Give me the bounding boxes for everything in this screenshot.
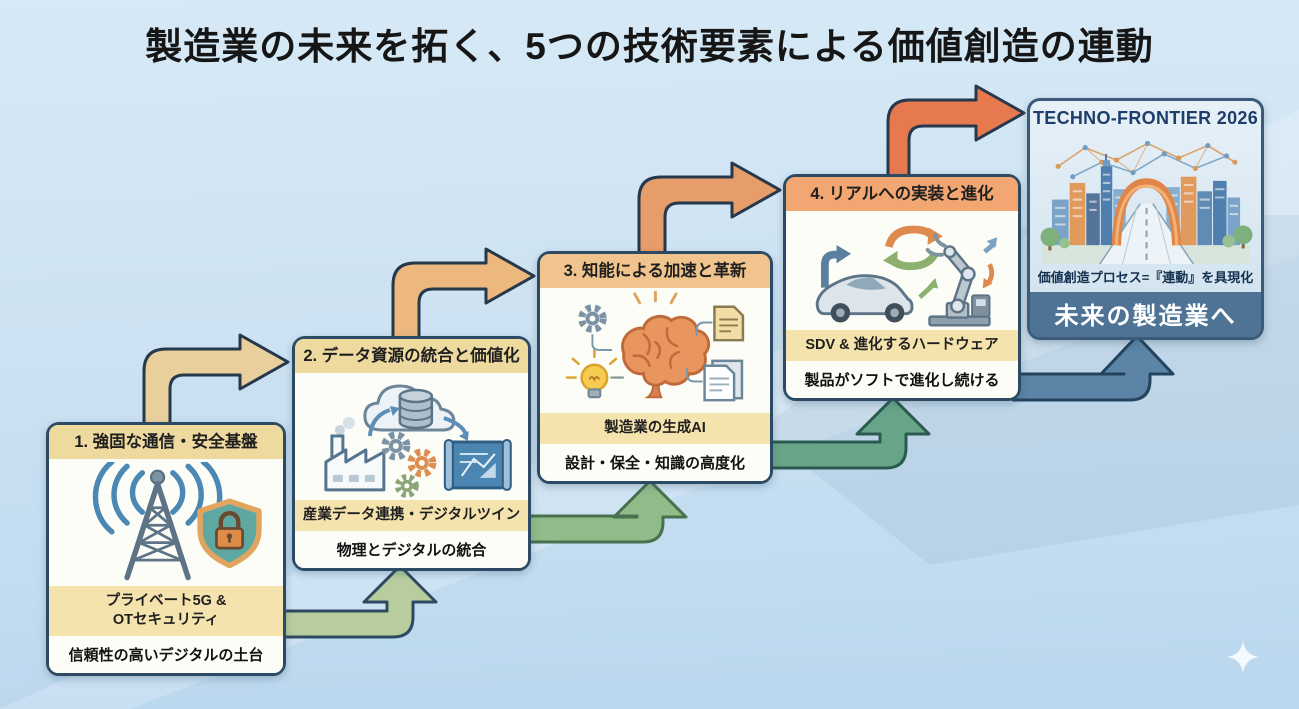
- page-title: 製造業の未来を拓く、5つの技術要素による価値創造の連動: [145, 26, 1154, 67]
- arch-icon: [1111, 178, 1182, 246]
- gear-icon: [577, 303, 607, 333]
- step-4-caption: 製品がソフトで進化し続ける: [786, 361, 1018, 398]
- document-icon: [712, 305, 744, 342]
- step-2-sublabel: 産業データ連携・デジタルツイン: [295, 500, 528, 531]
- antenna-security-icon: [92, 461, 262, 580]
- step-box-3: 3. 知能による加速と革新: [537, 251, 773, 484]
- step-2-sublabel-line: 産業データ連携・デジタルツイン: [302, 507, 521, 524]
- return-arrow-2: [521, 479, 688, 544]
- ascend-arrow-3: [637, 161, 782, 257]
- step-3-caption: 設計・保全・知識の高度化: [540, 444, 770, 481]
- step-4-sublabel-line: SDV & 進化するハードウェア: [805, 337, 999, 354]
- lightbulb-icon: [565, 347, 623, 398]
- goal-process-label: 価値創造プロセス=『連動』を具現化: [1037, 270, 1254, 285]
- antenna-tower-icon: [124, 469, 191, 580]
- step-1-sublabel-line: OTセキュリティ: [112, 612, 220, 629]
- goal-title: TECHNO-FRONTIER 2026: [1032, 108, 1259, 128]
- step-3-sublabel: 製造業の生成AI: [540, 413, 770, 444]
- brain-icon: [620, 314, 710, 398]
- up-right-arrow-icon: [820, 244, 851, 288]
- step-3-illustration: [540, 288, 770, 414]
- step-3-sublabel-line: 製造業の生成AI: [604, 420, 706, 437]
- connector-arrows-icon: [367, 405, 469, 441]
- step-4-sublabel: SDV & 進化するハードウェア: [786, 330, 1018, 361]
- factory-icon: [324, 416, 386, 492]
- connector-lines-icon: [591, 321, 713, 383]
- step-1-sublabel: プライベート5G & OTセキュリティ: [49, 586, 283, 636]
- return-arrow-1: [276, 564, 438, 639]
- ai-brain-icon: [565, 290, 744, 402]
- data-integration-icon: [324, 384, 512, 498]
- step-box-4: 4. リアルへの実装と進化: [783, 174, 1021, 401]
- step-1-caption: 信頼性の高いデジタルの土台: [49, 636, 283, 673]
- gears-icon: [381, 431, 436, 498]
- document-stack-icon: [702, 359, 743, 402]
- robot-arm-icon: [925, 232, 991, 327]
- shield-lock-icon: [197, 498, 262, 568]
- step-4-header: 4. リアルへの実装と進化: [786, 177, 1018, 212]
- step-1-sublabel-line: プライベート5G &: [105, 593, 227, 610]
- step-3-header: 3. 知能による加速と革新: [540, 254, 770, 289]
- ascend-arrow-2: [391, 247, 536, 342]
- ascend-arrow-4: [886, 84, 1026, 180]
- exchange-arrows-icon: [917, 236, 997, 299]
- cloud-database-icon: [363, 384, 455, 432]
- ascend-arrow-1: [142, 333, 290, 428]
- step-1-illustration: [49, 459, 283, 587]
- goal-box: TECHNO-FRONTIER 2026: [1027, 98, 1264, 340]
- sdv-hardware-icon: [815, 225, 997, 327]
- step-box-1: 1. 強固な通信・安全基盤: [46, 422, 286, 676]
- step-box-2: 2. データ資源の統合と価値化: [292, 336, 531, 571]
- step-2-caption: 物理とデジタルの統合: [295, 531, 528, 568]
- step-4-illustration: [786, 211, 1018, 331]
- sparkle-icon: [1227, 641, 1259, 673]
- trees-icon: [1040, 225, 1253, 251]
- network-lines-icon: [1055, 140, 1238, 180]
- step-2-header: 2. データ資源の統合と価値化: [295, 339, 528, 374]
- car-icon: [815, 273, 914, 322]
- city-skyline-arch-network-icon: [1040, 140, 1253, 264]
- return-arrow-3: [767, 396, 931, 470]
- cycle-arrows-icon: [882, 225, 943, 270]
- goal-illustration: [1030, 131, 1261, 264]
- step-1-header: 1. 強固な通信・安全基盤: [49, 425, 283, 460]
- blueprint-icon: [443, 438, 512, 491]
- goal-banner: 未来の製造業へ: [1030, 292, 1261, 337]
- spark-rays-icon: [632, 290, 678, 304]
- step-2-illustration: [295, 373, 528, 501]
